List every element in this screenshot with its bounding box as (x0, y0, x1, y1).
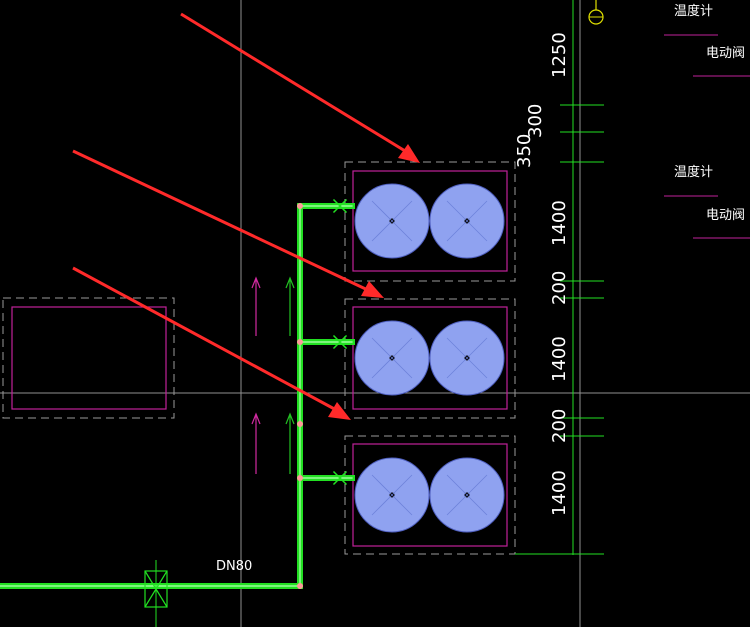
flow-arrow-up-icon (285, 276, 295, 336)
annotation-arrows (72, 12, 420, 420)
dimension-chain (515, 0, 604, 555)
label-valve-1: 电动阀 (706, 46, 745, 61)
annotation-arrowhead-icon (328, 402, 351, 420)
fan-blades-row-2 (371, 337, 488, 379)
pipe-joint (297, 203, 303, 209)
left-equipment-dashed-outline (2, 297, 175, 419)
unit-2-dashed-outline (344, 298, 516, 419)
pipe-joint (297, 475, 303, 481)
pipe-size-label: DN80 (216, 559, 252, 574)
dimension-350: 350 (514, 134, 535, 168)
pipe-joint (297, 339, 303, 345)
fan-blades (371, 200, 488, 516)
branch-valve-icon (332, 470, 348, 486)
branch-valve-icon (332, 334, 348, 350)
unit-3-outline (352, 443, 508, 547)
branch-valve-icon (332, 198, 348, 214)
label-thermometer-2: 温度计 (674, 164, 713, 180)
annotation-arrow-2 (72, 149, 373, 294)
annotation-arrowhead-icon (398, 144, 420, 163)
flow-arrows (251, 276, 295, 474)
flow-arrow-up-icon (251, 412, 261, 474)
main-pipe (0, 203, 355, 589)
flow-arrow-up-icon (285, 412, 295, 474)
main-pipe-highlight (0, 205, 353, 587)
pipe-joint (297, 421, 303, 427)
fan-blades-row-3 (371, 474, 488, 516)
unit-1-dashed-outline (344, 161, 516, 282)
instrument-labels: 温度计 电动阀 温度计 电动阀 (588, 0, 750, 239)
annotation-arrow-3 (72, 266, 341, 414)
unit-2 (344, 298, 516, 419)
annotation-arrow-1 (180, 12, 411, 156)
main-valve (144, 560, 168, 627)
dimension-200-top: 200 (549, 271, 570, 305)
pipe-network (0, 198, 355, 589)
left-equipment-outline (11, 306, 167, 410)
fan-blades-row-1 (371, 200, 488, 242)
dimension-1400-top: 1400 (549, 200, 570, 246)
dimension-1400-bottom: 1400 (549, 470, 570, 516)
dimension-1250: 1250 (549, 32, 570, 78)
unit-1 (344, 161, 516, 282)
unit-2-outline (352, 306, 508, 410)
dimension-1400-middle: 1400 (549, 336, 570, 382)
annotation-arrowhead-icon (361, 281, 384, 298)
left-equipment (2, 297, 175, 419)
dimension-300: 300 (525, 104, 546, 138)
label-thermometer-1: 温度计 (674, 3, 713, 19)
pipe-joint (297, 583, 303, 589)
unit-3 (344, 435, 516, 555)
unit-1-outline (352, 170, 508, 272)
flow-arrow-up-icon (251, 276, 261, 336)
unit-3-dashed-outline (344, 435, 516, 555)
dimension-200-bottom: 200 (549, 409, 570, 443)
label-valve-2: 电动阀 (706, 208, 745, 223)
